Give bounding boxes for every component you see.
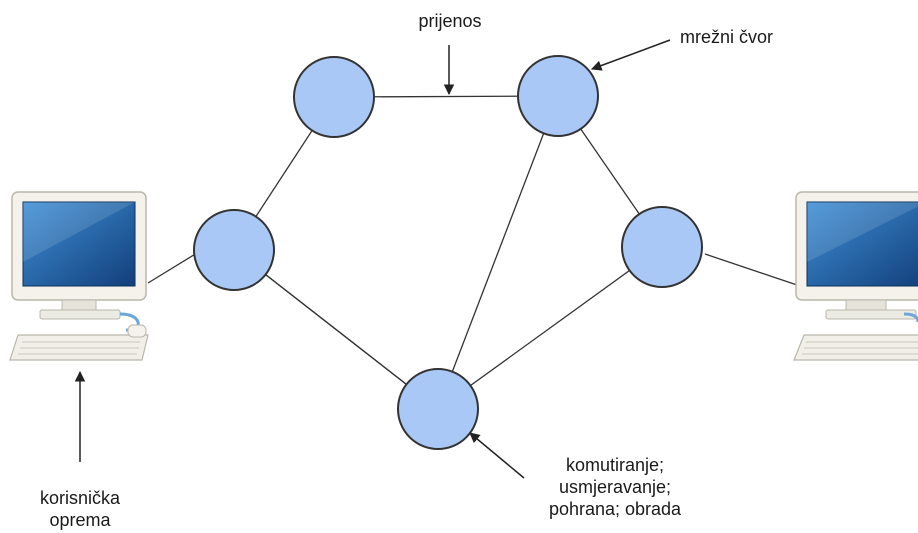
- link-right-computer: [704, 253, 801, 287]
- link-left-computer: [147, 252, 198, 284]
- label-node-functions: komutiranje; usmjeravanje; pohrana; obra…: [525, 454, 705, 520]
- label-node-functions-line2: usmjeravanje;: [558, 477, 672, 497]
- label-network-node: mrežni čvor: [680, 27, 774, 47]
- label-user-equipment: korisnička oprema: [20, 487, 140, 531]
- network-node-n6: [397, 368, 479, 450]
- link-n4-n6: [437, 246, 663, 410]
- right-computer: [793, 191, 918, 361]
- network-node-n3: [193, 209, 275, 291]
- network-node-n4: [621, 206, 703, 288]
- network-node-n2: [517, 55, 599, 137]
- link-n2-n6: [437, 95, 559, 410]
- node-layer: [193, 55, 703, 450]
- label-user-equipment-line1: korisnička: [39, 488, 121, 508]
- network-node-n1: [293, 56, 375, 138]
- label-node-functions-line3: pohrana; obrada: [548, 499, 682, 519]
- label-transmission: prijenos: [418, 11, 482, 31]
- label-user-equipment-line2: oprema: [49, 510, 111, 530]
- arrow-network-node: [591, 39, 671, 71]
- link-layer: [233, 95, 663, 410]
- left-computer: [9, 191, 149, 361]
- link-n3-n6: [233, 249, 439, 410]
- arrow-node-functions: [469, 432, 525, 479]
- label-node-functions-line1: komutiranje;: [565, 455, 665, 475]
